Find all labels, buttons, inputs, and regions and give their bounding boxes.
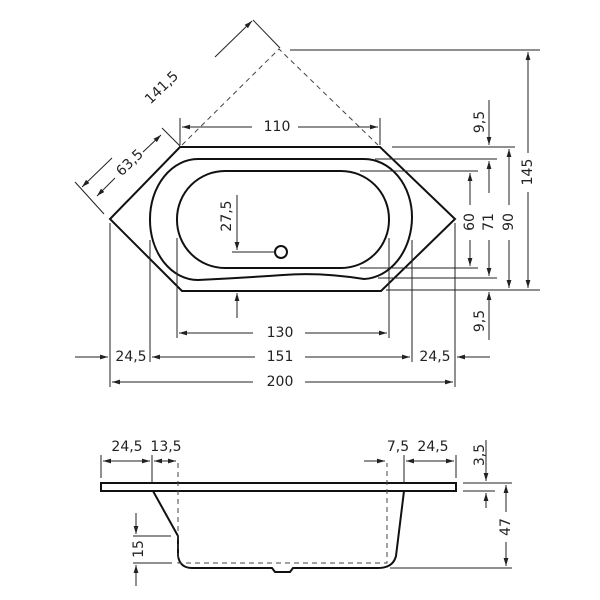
inner-dashed-lines [177, 463, 388, 564]
dim-total-length: 200 [267, 374, 294, 390]
side-dim-left-deck: 24,5 [111, 439, 142, 455]
dim-bottom-margin: 9,5 [472, 310, 488, 332]
tub-rim-outline [148, 158, 414, 282]
side-dim-left-slope: 13,5 [150, 439, 181, 455]
dim-left-deck: 24,5 [115, 349, 146, 365]
dim-diagonal-short: 63,5 [113, 146, 147, 179]
dim-top-margin: 9,5 [472, 111, 488, 133]
dim-rim-width: 71 [481, 213, 497, 231]
dim-total-depth: 145 [520, 159, 536, 186]
tub-outline-hexagon [108, 146, 457, 292]
dim-inner-length: 130 [267, 325, 294, 341]
tub-body-section [152, 490, 405, 573]
corner-dashed-lines [181, 48, 379, 146]
plan-view: 141,5 63,5 110 27,5 130 151 24,5 24,5 20… [74, 19, 540, 390]
drain-icon [274, 245, 288, 259]
dim-right-deck: 24,5 [419, 349, 450, 365]
side-dim-right-slope: 7,5 [387, 439, 409, 455]
side-dim-rim-thickness: 3,5 [472, 444, 488, 466]
dim-diagonal-long: 141,5 [142, 68, 182, 107]
side-dim-height: 47 [498, 518, 514, 536]
dim-top-width: 110 [264, 119, 291, 135]
dim-rim-length: 151 [267, 349, 294, 365]
side-view: 24,5 13,5 7,5 24,5 3,5 47 15 [100, 439, 514, 586]
tub-basin-outline [176, 170, 390, 269]
dim-inner-width: 60 [462, 213, 478, 231]
side-dim-bottom-offset: 15 [131, 540, 147, 558]
dim-drain-offset: 27,5 [219, 200, 235, 231]
side-dim-right-deck: 24,5 [417, 439, 448, 455]
rim-section [100, 482, 457, 492]
dim-deck-width: 90 [501, 213, 517, 231]
